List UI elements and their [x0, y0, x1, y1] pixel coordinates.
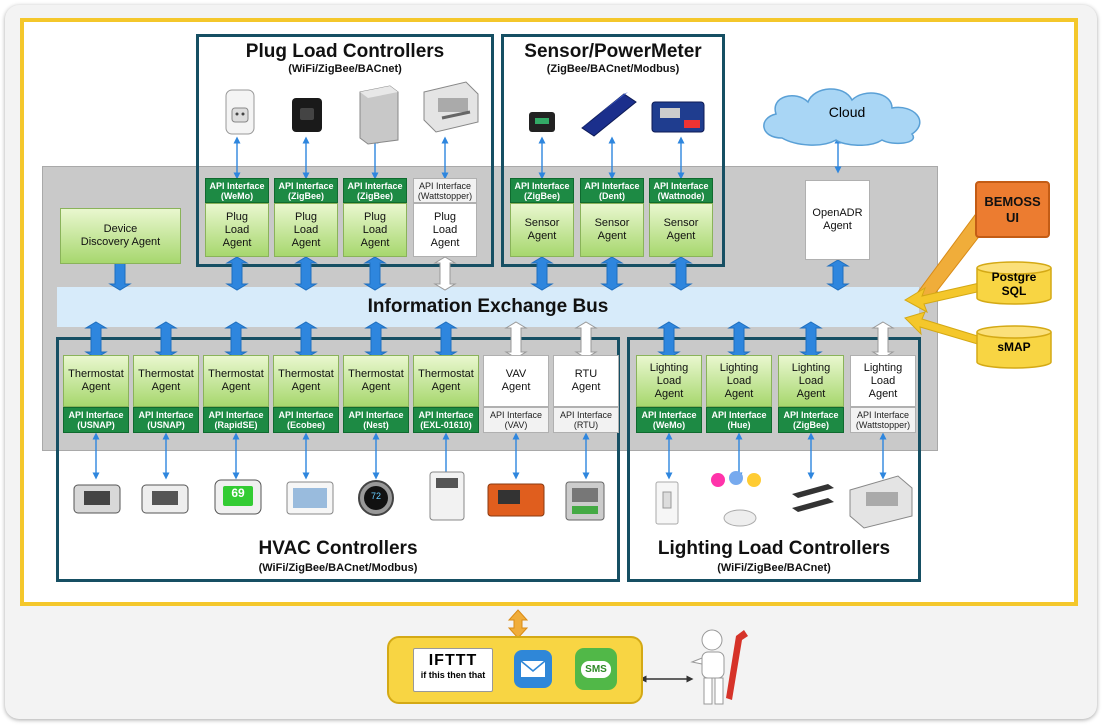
- lighting-title: Lighting Load Controllers: [657, 538, 891, 559]
- ifttt-logo-text: IFTTT: [428, 652, 478, 669]
- usnap-thermostat-2-icon: [141, 484, 189, 514]
- hvac-agent: RTU Agent: [553, 355, 619, 407]
- hvac-api-interface: API Interface (RTU): [553, 407, 619, 433]
- lighting-load-agent: Lighting Load Agent: [636, 355, 702, 407]
- device-discovery-agent: Device Discovery Agent: [60, 208, 181, 264]
- usnap-thermostat-icon: [73, 484, 121, 514]
- plug-title: Plug Load Controllers: [245, 41, 445, 62]
- sensor-agent: Sensor Agent: [580, 203, 644, 257]
- hvac-api-interface: API Interface (USNAP): [63, 407, 129, 433]
- plug-api-interface: API Interface (ZigBee): [274, 178, 338, 203]
- hvac-title: HVAC Controllers: [258, 538, 418, 559]
- sensor-powermeter-group: Sensor/PowerMeter (ZigBee/BACnet/Modbus): [501, 34, 725, 267]
- exl-thermostat-icon: [429, 471, 465, 521]
- sms-icon[interactable]: SMS: [575, 648, 617, 690]
- plug-load-agent: Plug Load Agent: [343, 203, 407, 257]
- plug-api-interface: API Interface (WeMo): [205, 178, 269, 203]
- dent-powermeter-icon: [581, 92, 637, 137]
- hvac-agent: Thermostat Agent: [203, 355, 269, 407]
- lighting-load-agent: Lighting Load Agent: [778, 355, 844, 407]
- lighting-load-agent: Lighting Load Agent: [850, 355, 916, 407]
- hvac-api-interface: API Interface (RapidSE): [203, 407, 269, 433]
- plug-load-agent: Plug Load Agent: [413, 203, 477, 257]
- lighting-api-interface: API Interface (Wattstopper): [850, 407, 916, 433]
- smap-label: sMAP: [997, 340, 1031, 354]
- bus-label: Information Exchange Bus: [367, 296, 609, 317]
- sensor-api-interface: API Interface (Wattnode): [649, 178, 713, 203]
- hvac-subtitle: (WiFi/ZigBee/BACnet/Modbus): [258, 562, 418, 574]
- hvac-api-interface: API Interface (EXL-01610): [413, 407, 479, 433]
- hvac-controllers-group: HVAC Controllers (WiFi/ZigBee/BACnet/Mod…: [56, 337, 620, 582]
- rtu-controller-icon: [565, 481, 605, 521]
- wemo-light-switch-icon: [655, 481, 679, 525]
- plug-load-agent: Plug Load Agent: [274, 203, 338, 257]
- hvac-api-interface: API Interface (USNAP): [133, 407, 199, 433]
- zigbee-sensor-icon: [529, 112, 555, 132]
- hvac-agent: Thermostat Agent: [343, 355, 409, 407]
- lighting-api-interface: API Interface (ZigBee): [778, 407, 844, 433]
- hvac-agent: Thermostat Agent: [273, 355, 339, 407]
- sensor-agent: Sensor Agent: [649, 203, 713, 257]
- plug-api-interface: API Interface (ZigBee): [343, 178, 407, 203]
- maintenance-person-icon: [690, 629, 748, 705]
- plug-load-agent: Plug Load Agent: [205, 203, 269, 257]
- sms-label: SMS: [581, 660, 611, 678]
- lighting-load-controllers-group: Lighting Load Controllers (WiFi/ZigBee/B…: [627, 337, 921, 582]
- plug-api-interface: API Interface (Wattstopper): [413, 178, 477, 203]
- nest-thermostat-icon: [358, 480, 394, 516]
- sensor-subtitle: (ZigBee/BACnet/Modbus): [546, 63, 680, 75]
- zigbee-meter-icon: [359, 85, 399, 145]
- cloud-icon: [763, 88, 921, 146]
- ecobee-thermostat-icon: [286, 481, 334, 515]
- wattstopper-lighting-controller-icon: [849, 475, 913, 529]
- sensor-title: Sensor/PowerMeter: [524, 41, 702, 62]
- postgresql-label: Postgre SQL: [991, 270, 1037, 298]
- hvac-agent: Thermostat Agent: [63, 355, 129, 407]
- smap-database-icon: [976, 325, 1052, 369]
- sensor-agent: Sensor Agent: [510, 203, 574, 257]
- openadr-agent: OpenADR Agent: [805, 180, 870, 260]
- email-icon[interactable]: [512, 648, 554, 690]
- sensor-api-interface: API Interface (ZigBee): [510, 178, 574, 203]
- lighting-api-interface: API Interface (Hue): [706, 407, 772, 433]
- zigbee-plug-icon: [292, 98, 322, 132]
- bemoss-ui[interactable]: BEMOSS UI: [975, 181, 1050, 238]
- vav-controller-icon: [487, 483, 545, 517]
- hvac-agent: VAV Agent: [483, 355, 549, 407]
- wemo-plug-icon: [225, 89, 255, 135]
- hvac-agent: Thermostat Agent: [413, 355, 479, 407]
- rapidse-thermostat-icon: [214, 479, 262, 515]
- hvac-api-interface: API Interface (VAV): [483, 407, 549, 433]
- rapidse-display: 69: [231, 486, 245, 500]
- hvac-api-interface: API Interface (Ecobee): [273, 407, 339, 433]
- sensor-api-interface: API Interface (Dent): [580, 178, 644, 203]
- ifttt-logo[interactable]: IFTTT if this then that: [413, 648, 493, 692]
- nest-display: 72: [370, 491, 381, 501]
- wattstopper-controller-icon: [423, 81, 479, 133]
- information-exchange-bus: Information Exchange Bus: [57, 287, 919, 327]
- postgresql-database-icon: [976, 261, 1052, 305]
- plug-load-controllers-group: Plug Load Controllers (WiFi/ZigBee/BACne…: [196, 34, 494, 267]
- lighting-api-interface: API Interface (WeMo): [636, 407, 702, 433]
- plug-subtitle: (WiFi/ZigBee/BACnet): [288, 63, 402, 75]
- ifttt-tagline: if this then that: [420, 670, 486, 680]
- lighting-subtitle: (WiFi/ZigBee/BACnet): [717, 562, 831, 574]
- lighting-load-agent: Lighting Load Agent: [706, 355, 772, 407]
- hvac-api-interface: API Interface (Nest): [343, 407, 409, 433]
- cloud-label: Cloud: [828, 104, 866, 120]
- wattnode-meter-icon: [651, 101, 705, 133]
- zigbee-ballast-icon: [792, 484, 834, 512]
- hue-bulbs-icon: [711, 471, 761, 527]
- hvac-agent: Thermostat Agent: [133, 355, 199, 407]
